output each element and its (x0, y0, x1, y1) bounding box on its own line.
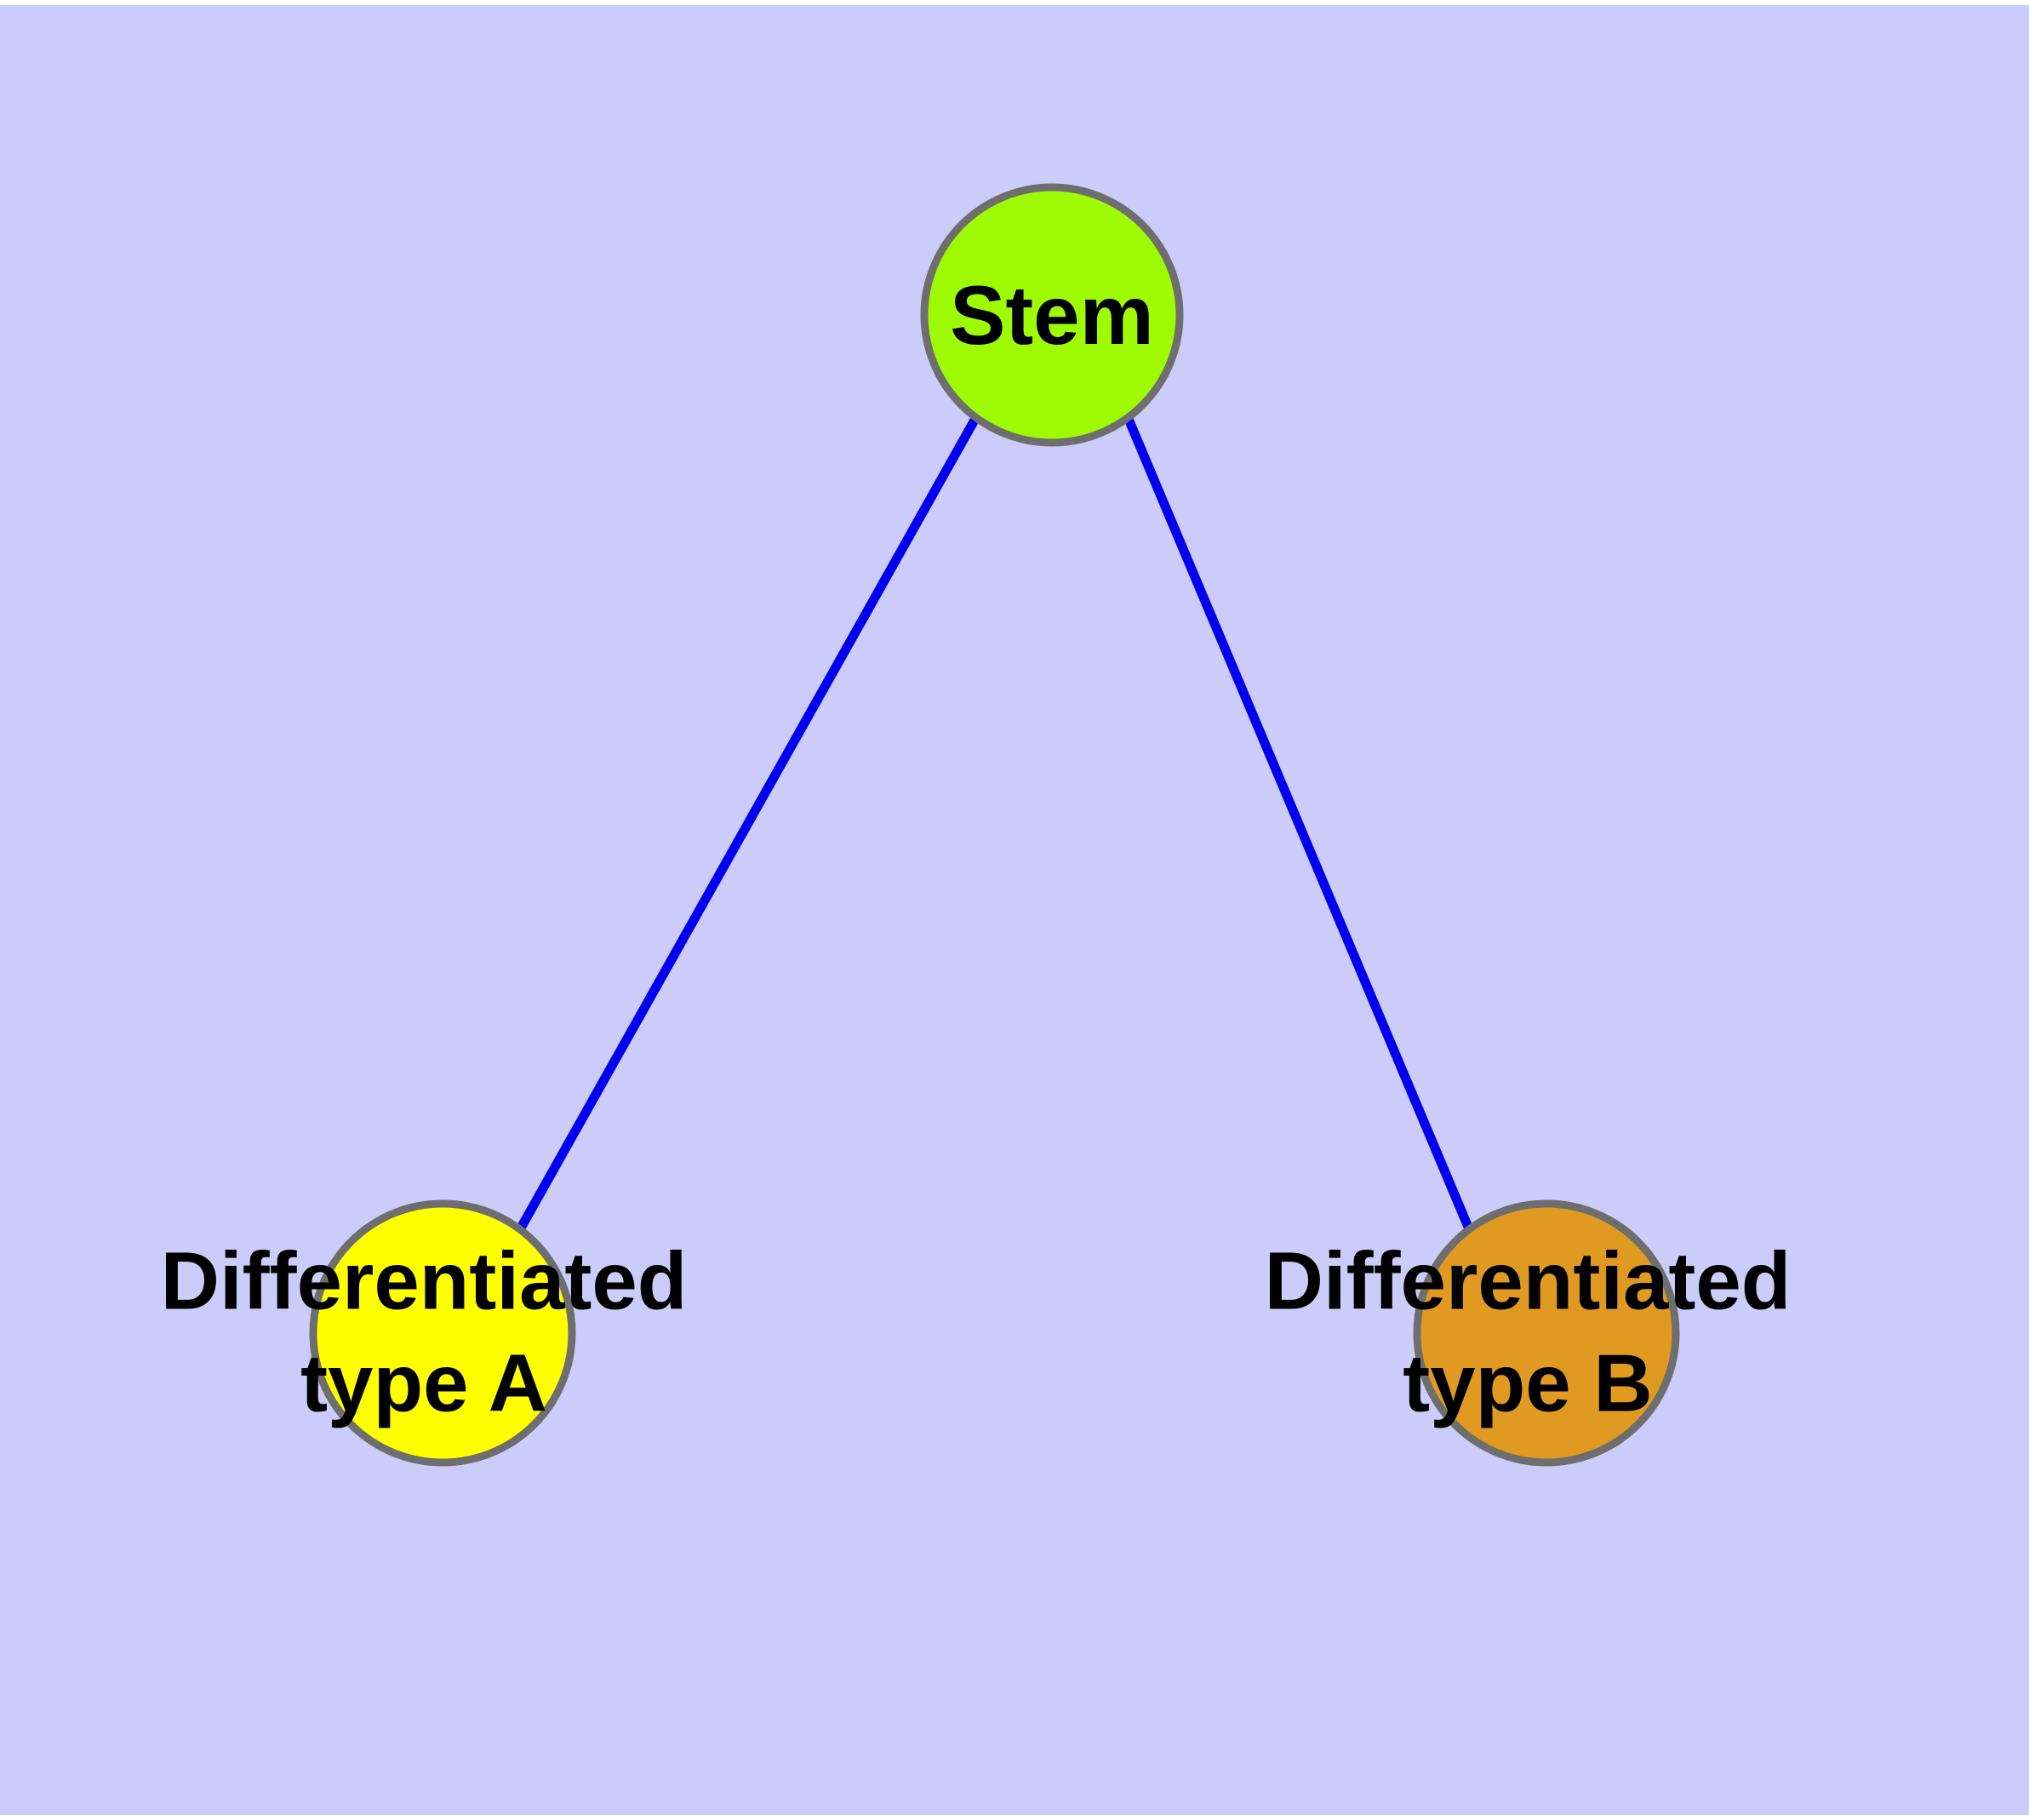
edge-stem-to-diff-b[interactable] (1123, 415, 1475, 1233)
node-differentiated-type-b-label-line1: Differentiated (1265, 1235, 1792, 1326)
node-differentiated-type-a[interactable]: Differentiated type A (161, 1199, 688, 1467)
node-stem-circle[interactable] (920, 183, 1184, 447)
node-differentiated-type-a-label-line2: type A (300, 1337, 547, 1428)
node-differentiated-type-a-circle[interactable] (309, 1199, 576, 1467)
node-stem-label: Stem (950, 268, 1154, 362)
node-differentiated-type-b[interactable]: Differentiated type B (1265, 1199, 1792, 1467)
edge-layer (515, 415, 1475, 1233)
node-differentiated-type-a-label-line1: Differentiated (161, 1235, 688, 1326)
edge-stem-to-diff-a[interactable] (515, 415, 980, 1233)
node-stem[interactable]: Stem (920, 183, 1184, 447)
node-layer: Stem Differentiated type A Differentiate… (161, 183, 1792, 1467)
node-differentiated-type-b-label-line2: type B (1403, 1337, 1652, 1428)
node-differentiated-type-b-circle[interactable] (1413, 1199, 1680, 1467)
